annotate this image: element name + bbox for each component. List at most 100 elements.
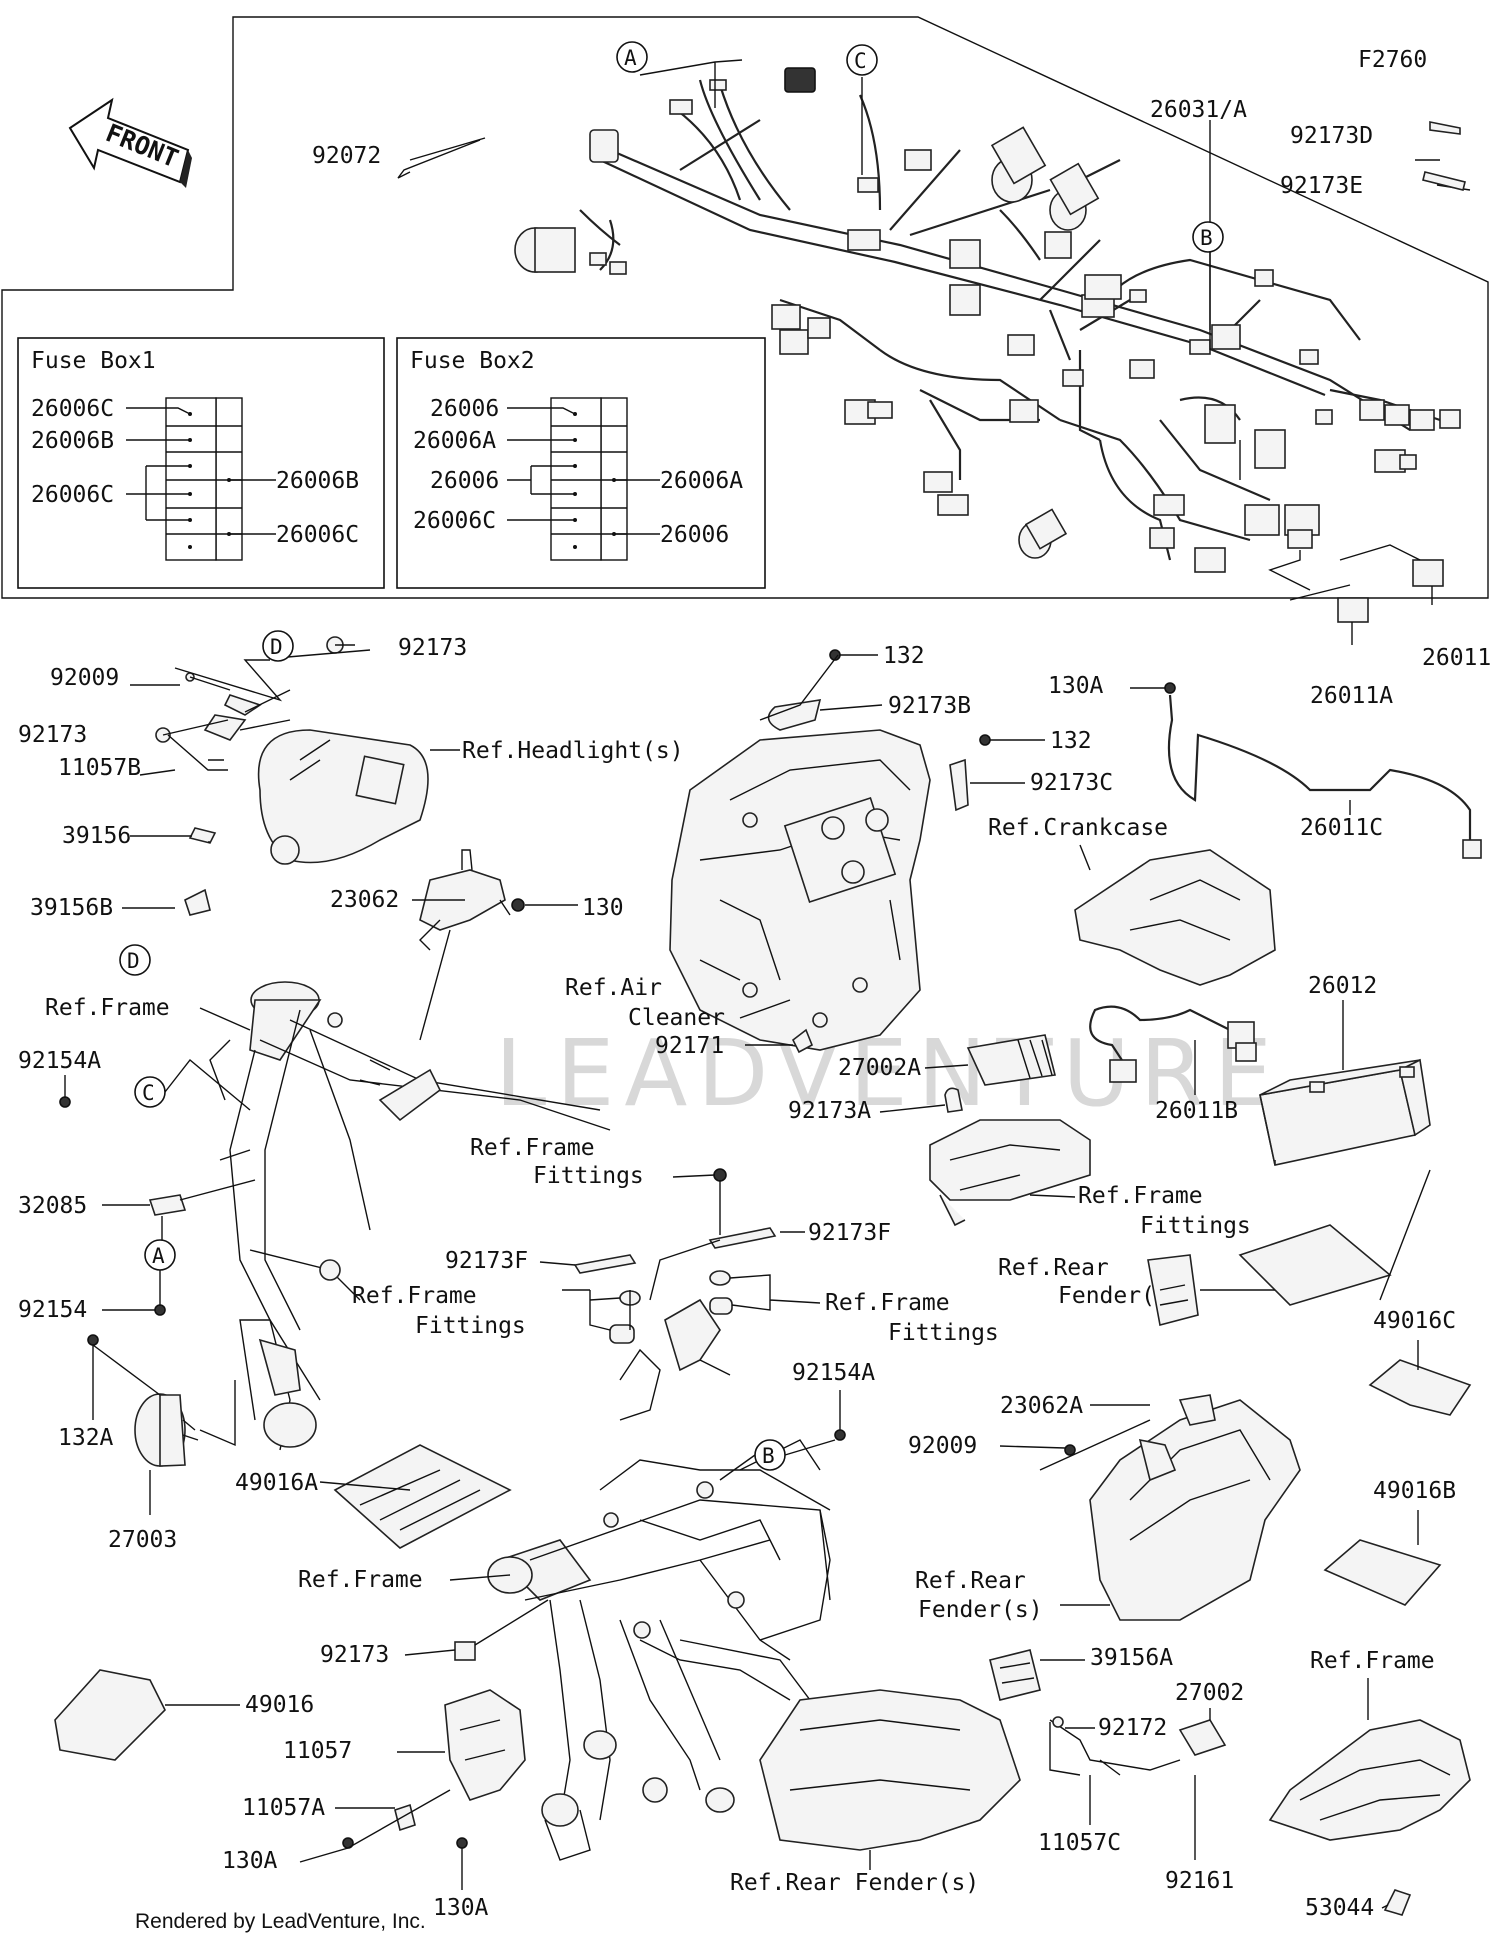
part-label-92172: 92172 — [1098, 1715, 1167, 1741]
part-label-26011b: 26011B — [1155, 1098, 1238, 1124]
connector-26011b-a — [1109, 1059, 1137, 1083]
frame-front-section — [59, 981, 611, 1451]
fb2-left-4: 26006C — [413, 508, 496, 534]
plate-49016a — [333, 1444, 512, 1549]
fusebox2-title: Fuse Box2 — [410, 348, 535, 374]
ref-frame-fittings2-1: Ref.Frame — [352, 1283, 477, 1309]
part-label-132-1: 132 — [883, 643, 925, 669]
ecu-tray — [929, 1034, 1091, 1227]
part-label-26011a: 26011A — [1310, 683, 1393, 709]
bolt-130a-3 — [1164, 682, 1176, 694]
fb1-left-1: 26006C — [31, 396, 114, 422]
leaders-rear-frame-right — [1367, 1678, 1389, 1909]
leaders-air-cleaner — [739, 654, 1045, 1046]
fuse-box-1: Fuse Box1 26006C 26006B 26006C 26006B 26… — [17, 337, 385, 589]
part-label-32085: 32085 — [18, 1193, 87, 1219]
leader-horn — [92, 1344, 236, 1515]
ref-frame-1: Ref.Frame — [45, 995, 170, 1021]
part-label-92072: 92072 — [312, 143, 381, 169]
callout-d-headlight: D — [262, 630, 294, 662]
svg-text:D: D — [127, 949, 140, 973]
svg-text:C: C — [142, 1081, 155, 1105]
part-label-92009-2: 92009 — [908, 1433, 977, 1459]
part-label-39156a: 39156A — [1090, 1645, 1173, 1671]
clip-92173-3 — [454, 1641, 476, 1661]
footer-credit: Rendered by LeadVenture, Inc. — [135, 1910, 426, 1933]
leader-92173-3 — [404, 1599, 549, 1656]
plate-49016a-marks — [359, 1469, 481, 1531]
fb2-right-2: 26006 — [660, 522, 729, 548]
battery-26012 — [1259, 1058, 1431, 1166]
svg-text:D: D — [270, 635, 283, 659]
terminal-26011c — [1462, 839, 1482, 859]
headlight-leaders — [162, 644, 371, 843]
part-label-26012: 26012 — [1308, 973, 1377, 999]
callout-c-frame: C — [134, 1076, 166, 1108]
part-label-27002: 27002 — [1175, 1680, 1244, 1706]
part-label-26011c: 26011C — [1300, 815, 1383, 841]
fb2-left-1: 26006 — [430, 396, 499, 422]
part-label-132-2: 132 — [1050, 728, 1092, 754]
svg-text:A: A — [624, 46, 637, 70]
part-label-23062: 23062 — [330, 887, 399, 913]
ref-frame-fittings4-1: Ref.Frame — [825, 1290, 950, 1316]
fb2-left-3: 26006 — [430, 468, 499, 494]
part-label-92173f-2: 92173F — [445, 1248, 528, 1274]
leaders-battery-case — [999, 1404, 1151, 1606]
part-label-53044: 53044 — [1305, 1895, 1374, 1921]
ref-frame-fittings3-2: Fittings — [1140, 1213, 1251, 1239]
rear-frame-section — [487, 1439, 831, 1861]
leaders-fittings — [539, 1174, 821, 1331]
fb1-right-1: 26006B — [276, 468, 359, 494]
main-wiring-harness — [514, 67, 1461, 623]
callout-a-frame: A — [144, 1239, 176, 1271]
strap-92173d-icon — [1429, 121, 1461, 135]
ref-frame-fittings1-1: Ref.Frame — [470, 1135, 595, 1161]
fb2-right-1: 26006A — [660, 468, 743, 494]
fb2-left-2: 26006A — [413, 428, 496, 454]
part-label-39156: 39156 — [62, 823, 131, 849]
ref-crankcase: Ref.Crankcase — [988, 815, 1168, 841]
part-label-130a-3: 130A — [1048, 673, 1104, 699]
ref-frame-fittings2-2: Fittings — [415, 1313, 526, 1339]
part-label-27002a: 27002A — [838, 1055, 921, 1081]
ref-frame-fittings3-1: Ref.Frame — [1078, 1183, 1203, 1209]
ref-rear-fender3: Ref.Rear Fender(s) — [730, 1870, 979, 1896]
ref-frame-fittings4-2: Fittings — [888, 1320, 999, 1346]
frame-fittings-hardware — [573, 1168, 777, 1421]
bracket-11057 — [342, 1689, 526, 1849]
part-label-92173c: 92173C — [1030, 770, 1113, 796]
callout-a-harness: A — [616, 41, 648, 73]
part-label-39156b: 39156B — [30, 895, 113, 921]
part-label-27003: 27003 — [108, 1527, 177, 1553]
part-label-11057b: 11057B — [58, 755, 141, 781]
watermark: LEADVENTURE — [495, 1020, 1282, 1127]
fb1-left-2: 26006B — [31, 428, 114, 454]
crankcase-ref-shape — [1074, 849, 1276, 986]
air-cleaner-housing — [669, 649, 991, 1054]
leader-rear-fender1 — [1200, 1169, 1431, 1301]
connector-26011b-c — [1235, 1042, 1257, 1062]
ref-frame-2: Ref.Frame — [298, 1567, 423, 1593]
part-label-92173a: 92173A — [788, 1098, 871, 1124]
leader-92154a-1 — [64, 1058, 251, 1111]
part-label-92171: 92171 — [655, 1033, 724, 1059]
part-label-11057: 11057 — [283, 1738, 352, 1764]
callout-b-frame: B — [754, 1439, 786, 1471]
part-label-92009-1: 92009 — [50, 665, 119, 691]
part-label-92173b: 92173B — [888, 693, 971, 719]
leaders-11057 — [299, 1751, 463, 1890]
leader-92154 — [102, 1270, 161, 1311]
bolt-92154a-2 — [834, 1429, 846, 1441]
svg-text:B: B — [1200, 226, 1213, 250]
svg-text:C: C — [854, 49, 867, 73]
ref-air-cleaner-1: Ref.Air — [565, 975, 662, 1001]
part-label-92154: 92154 — [18, 1297, 87, 1323]
part-label-132a: 132A — [58, 1425, 114, 1451]
leader-32085 — [102, 1179, 256, 1240]
part-label-130a-1: 130A — [222, 1848, 278, 1874]
headlight-bracket-assembly — [155, 636, 429, 916]
part-label-92173-1: 92173 — [398, 635, 467, 661]
fb1-left-3: 26006C — [31, 482, 114, 508]
